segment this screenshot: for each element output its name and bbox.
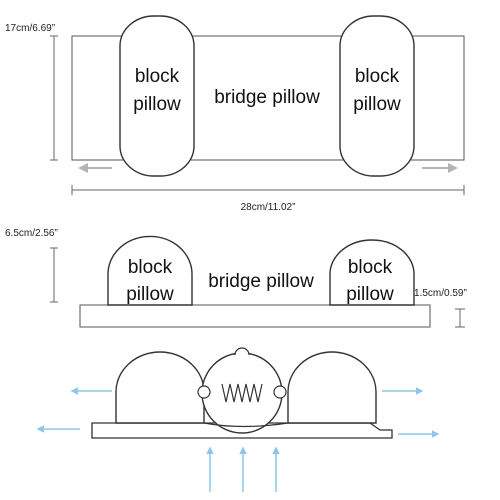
top-left-block-pillow (119, 15, 195, 177)
side-bridge-label: bridge pillow (208, 271, 314, 292)
usage-view (36, 347, 440, 492)
usage-right-block (287, 351, 377, 424)
head-icon (201, 352, 283, 434)
side-left-block-pillow (107, 235, 193, 306)
ear-right-icon (273, 385, 287, 399)
nose-icon (234, 347, 250, 356)
usage-left-block (115, 351, 205, 424)
usage-bridge (203, 422, 289, 428)
side-base (79, 304, 431, 328)
side-right-block-label-1: block (348, 257, 393, 278)
top-right-block-pillow (339, 15, 415, 177)
top-bridge-label: bridge pillow (214, 87, 320, 108)
top-left-block-label-1: block (135, 66, 180, 87)
side-left-block-label-1: block (128, 257, 173, 278)
side-base-label: 1.5cm/0.59” (414, 288, 467, 299)
spring-icon (221, 383, 263, 403)
top-right-block-label-1: block (355, 66, 400, 87)
side-left-block-label-2: pillow (126, 284, 174, 305)
top-height-label: 17cm/6.69” (5, 23, 55, 34)
side-right-block-pillow (329, 239, 415, 306)
top-width-label: 28cm/11.02” (241, 202, 296, 213)
side-height-label: 6.5cm/2.56” (5, 228, 58, 239)
top-right-block-label-2: pillow (353, 94, 401, 115)
ear-left-icon (197, 385, 211, 399)
side-view: 6.5cm/2.56” block pillow bridge pillow b… (5, 228, 467, 328)
top-view: 17cm/6.69” block pillow bridge pillow bl… (5, 15, 465, 213)
side-right-block-label-2: pillow (346, 284, 394, 305)
top-left-block-label-2: pillow (133, 94, 181, 115)
